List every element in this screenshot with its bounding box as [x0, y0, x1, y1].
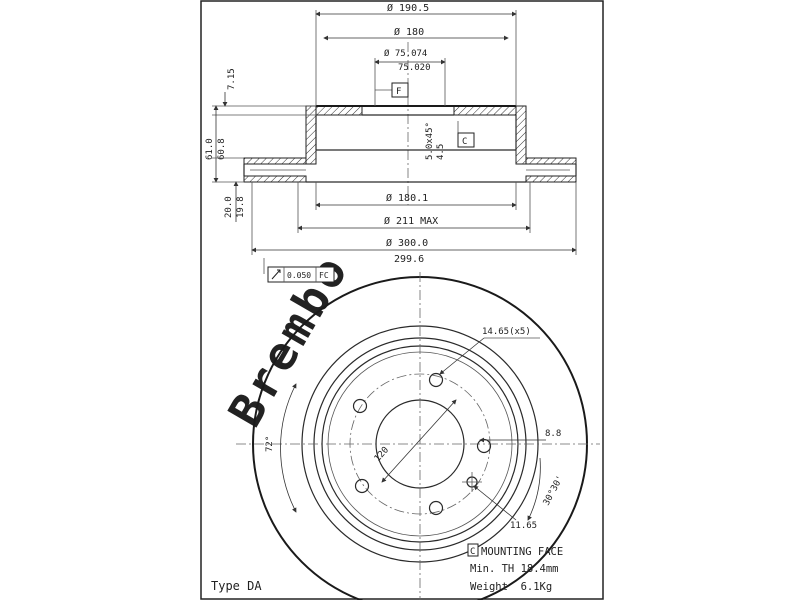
hat-top-hatch-left	[315, 105, 363, 116]
label-61-0: 61.0	[205, 138, 215, 160]
hat-top-hatch-right	[453, 105, 517, 116]
dim-line-120	[381, 399, 457, 483]
datum-c-label: C	[462, 137, 467, 147]
label-chamfer: 5.0x45°	[425, 122, 435, 160]
min-thickness-note: Min. TH 18.4mm	[470, 563, 559, 575]
runout-arrow-icon	[271, 269, 281, 280]
bolt-hole-5	[428, 500, 444, 516]
label-angle-72: 72°	[265, 436, 275, 452]
label-d-211: Ø 211 MAX	[384, 215, 438, 227]
label-pcd-120: 120	[373, 445, 391, 464]
tolerance-value: 0.050	[287, 271, 311, 280]
label-60-8: 60.8	[217, 138, 227, 160]
label-20-0: 20.0	[224, 196, 234, 218]
tolerance-ref: FC	[319, 271, 329, 280]
label-angle-30: 30°30'	[542, 474, 566, 507]
drawing-border	[200, 0, 604, 600]
label-19-8: 19.8	[236, 196, 246, 218]
label-d-180-1: Ø 180.1	[386, 192, 428, 204]
label-11-65: 11.65	[510, 521, 537, 531]
notes: C MOUNTING FACE Min. TH 18.4mm Weight 6.…	[211, 543, 563, 593]
datum-c-box	[457, 132, 475, 148]
ring-left-top	[243, 157, 307, 165]
label-8-8: 8.8	[545, 429, 561, 439]
hat-wall-right	[515, 105, 527, 165]
label-7-15: 7.15	[227, 68, 237, 90]
label-d-75-074: Ø 75.074	[384, 48, 427, 59]
mounting-face-marker-box	[467, 543, 479, 557]
bolt-hole-4	[354, 478, 370, 494]
label-d-300: Ø 300.0	[386, 237, 428, 249]
dim-leader-holes	[439, 337, 485, 375]
dim-arc-30	[527, 457, 541, 521]
label-d-190-5: Ø 190.5	[387, 2, 429, 14]
type-label: Type DA	[211, 579, 262, 593]
weight-note: Weight 6.1Kg	[470, 581, 552, 593]
bolt-hole-3	[476, 438, 492, 454]
label-75-020: 75.020	[398, 63, 431, 73]
mounting-face-note: MOUNTING FACE	[481, 546, 563, 558]
section-view: Ø 190.5 Ø 180 Ø 75.074 75.020 F C 5.0x45…	[205, 2, 577, 283]
label-d-180: Ø 180	[394, 26, 424, 38]
label-holes: 14.65(x5)	[482, 327, 531, 337]
bolt-hole-1	[428, 372, 444, 388]
label-299-6: 299.6	[394, 254, 424, 265]
dim-leader-11-65	[473, 485, 517, 521]
mounting-face-marker: C	[470, 547, 475, 557]
tolerance-frame	[267, 266, 335, 283]
ring-right-bottom	[525, 175, 577, 183]
datum-f-box	[391, 82, 409, 98]
ring-left-bottom	[243, 175, 307, 183]
bolt-hole-2	[352, 398, 368, 414]
label-chamfer-2: 4.5	[436, 144, 446, 160]
dim-arc-72	[280, 383, 297, 513]
datum-f-label: F	[396, 87, 401, 97]
ring-right-top	[525, 157, 577, 165]
